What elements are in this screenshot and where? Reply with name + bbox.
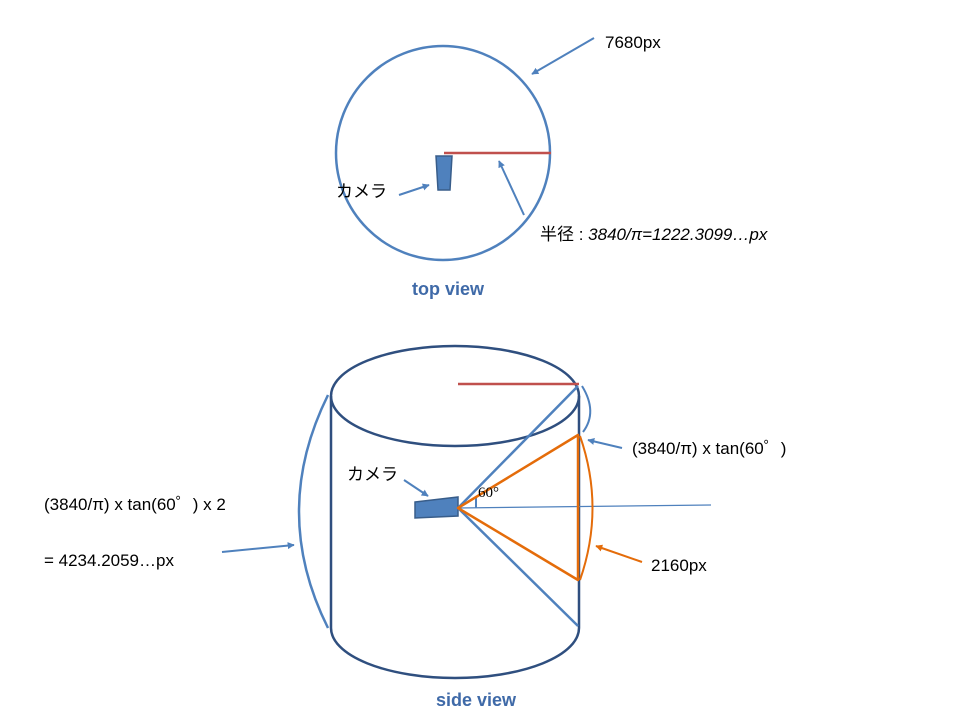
height-brace — [297, 394, 330, 629]
horizontal-axis — [457, 504, 712, 509]
cylinder-bottom-arc — [329, 627, 581, 680]
camera-top-icon — [435, 155, 453, 191]
angle-label: 60° — [478, 485, 499, 501]
top-view: 7680px カメラ 半径 : 3840/π=1222.3099…px top … — [334, 33, 768, 299]
circumference-label: 7680px — [605, 33, 661, 52]
ray-to-bottom — [457, 507, 579, 627]
height-label-line1: (3840/π) x tan(60゜) x 2 — [44, 495, 226, 514]
screen-label: 2160px — [651, 556, 707, 575]
camera-side-icon — [414, 496, 459, 519]
height-arrow — [221, 542, 295, 553]
half-height-brace — [581, 385, 592, 433]
side-view-caption: side view — [436, 690, 517, 710]
radius-arrow — [498, 160, 525, 216]
half-height-arrow — [587, 438, 623, 449]
side-view: 2160px 60° カメラ (3840/π) x tan(60゜) (3840… — [44, 344, 786, 710]
radius-label: 半径 : 3840/π=1222.3099…px — [540, 225, 768, 244]
camera-top-arrow — [398, 183, 430, 196]
height-label-line2: = 4234.2059…px — [44, 551, 174, 570]
circumference-arrow — [531, 37, 595, 75]
camera-side-label: カメラ — [347, 465, 398, 484]
cylinder-top-ellipse — [329, 344, 581, 448]
camera-top-label: カメラ — [336, 182, 387, 201]
top-view-caption: top view — [412, 279, 485, 299]
ray-to-top — [457, 385, 579, 509]
fov-triangle — [456, 433, 580, 582]
screen-arrow — [595, 544, 643, 563]
camera-side-arrow — [403, 479, 429, 497]
half-height-label: (3840/π) x tan(60゜) — [632, 439, 786, 458]
screen-brace — [579, 435, 594, 581]
